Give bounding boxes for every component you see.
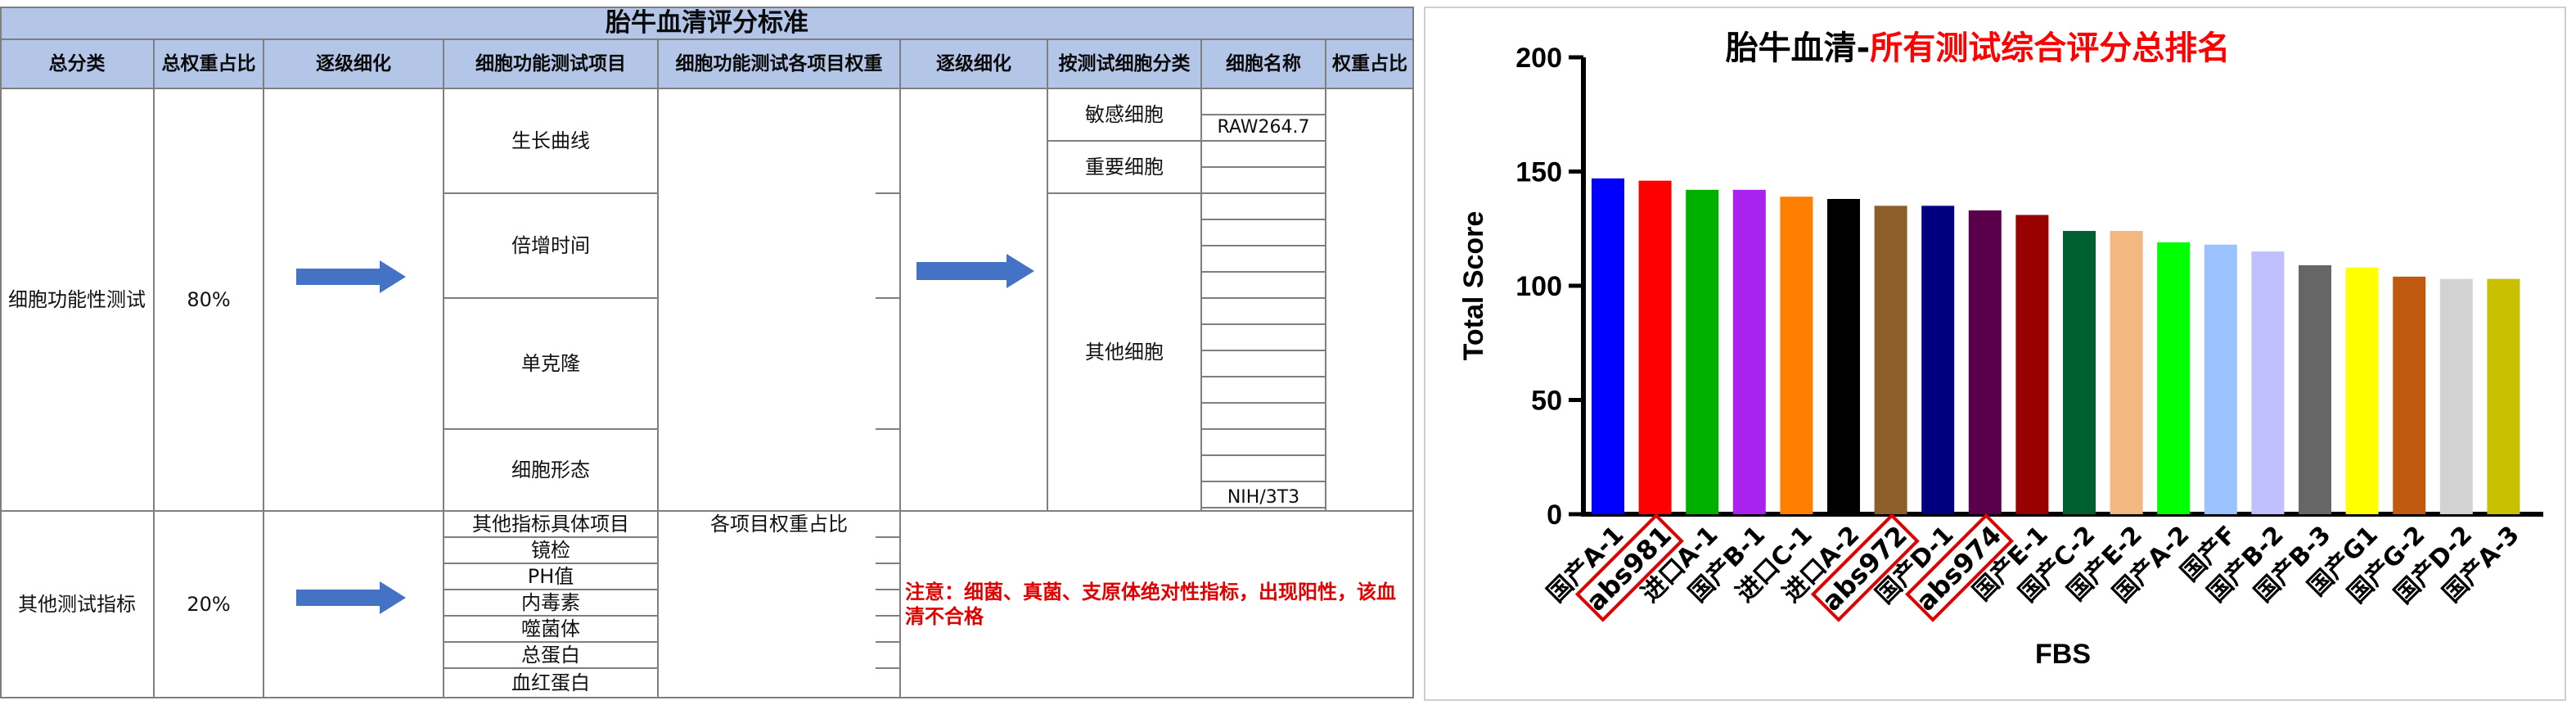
negative-indicator-note: 注意：细菌、真菌、支原体绝对性指标，出现阳性，该血清不合格: [905, 581, 1396, 628]
header-cell-weight: 权重占比: [1332, 53, 1407, 75]
bar: [1874, 206, 1907, 514]
y-tick-label: 200: [1515, 43, 1562, 74]
header-refinement-2: 逐级细化: [936, 53, 1011, 75]
function-item: 生长曲线: [511, 129, 590, 152]
highlight-box: [1810, 513, 1920, 622]
cell-name: NIH/3T3: [1227, 487, 1300, 508]
bar: [2487, 278, 2520, 514]
bar: [2251, 251, 2285, 514]
other-item: 内毒素: [521, 591, 580, 614]
arrow-right-icon: [296, 260, 406, 293]
other-item: 总蛋白: [521, 644, 580, 667]
y-axis-label: Total Score: [1458, 211, 1489, 361]
cell-class-sensitive: 敏感细胞: [1085, 103, 1164, 126]
arrow-right-icon: [296, 581, 406, 614]
bar: [2299, 264, 2331, 514]
scoring-table: 胎牛血清评分标准 总分类 总权重占比 逐级细化 细胞功能测试项目 细胞功能测试各…: [0, 7, 1414, 701]
other-item: 血红蛋白: [511, 671, 590, 694]
chart-title: 胎牛血清-所有测试综合评分总排名: [1726, 29, 2231, 67]
cell-class-other: 其他细胞: [1085, 341, 1164, 364]
header-total-category: 总分类: [48, 53, 106, 75]
bar: [1827, 198, 1860, 515]
table-border: [0, 7, 1414, 698]
other-item: 噬菌体: [521, 617, 580, 640]
section1-weight: 80%: [187, 288, 231, 311]
y-tick-label: 150: [1515, 157, 1562, 188]
other-weight-header: 各项目权重占比: [710, 513, 848, 536]
header-function-item: 细胞功能测试项目: [475, 53, 626, 75]
bar: [2157, 242, 2191, 514]
bar: [2204, 244, 2237, 514]
bar: [2015, 215, 2049, 514]
header-refinement-1: 逐级细化: [316, 53, 391, 75]
table-title: 胎牛血清评分标准: [606, 8, 808, 38]
bar: [1686, 189, 1719, 514]
function-item: 倍增时间: [511, 234, 590, 257]
header-total-weight: 总权重占比: [161, 53, 256, 75]
header-function-weight: 细胞功能测试各项目权重: [675, 53, 883, 75]
bar: [2393, 276, 2426, 514]
header-cell-class: 按测试细胞分类: [1058, 53, 1191, 75]
section1-category: 细胞功能性测试: [8, 288, 146, 311]
bar: [2063, 231, 2096, 514]
bar: [1780, 197, 1813, 514]
bar: [1732, 189, 1766, 514]
highlight-box: [1905, 513, 2015, 622]
bar: [1968, 210, 2002, 514]
x-axis-label: FBS: [2035, 639, 2091, 670]
function-item: 细胞形态: [511, 459, 590, 481]
chart-title-part-red: 所有测试综合评分总排名: [1870, 29, 2230, 67]
cell-name: RAW264.7: [1217, 117, 1310, 138]
function-item: 单克隆: [521, 352, 580, 375]
bar: [2110, 231, 2143, 514]
bar: [1638, 180, 1672, 514]
other-item-header: 其他指标具体项目: [472, 513, 629, 536]
other-item: 镜检: [531, 539, 570, 562]
arrow-right-icon: [916, 254, 1034, 288]
y-tick-label: 100: [1515, 271, 1562, 302]
other-item: PH值: [527, 565, 574, 588]
y-tick-label: 0: [1547, 499, 1562, 531]
highlight-box: [1574, 513, 1684, 622]
bar: [2345, 267, 2379, 514]
section2-category: 其他测试指标: [18, 593, 136, 616]
cell-class-important: 重要细胞: [1085, 156, 1164, 178]
table-grid: [0, 7, 1414, 698]
bar: [1921, 206, 1955, 514]
section2-weight: 20%: [187, 593, 231, 616]
bar: [2439, 278, 2473, 514]
chart-title-part-black: 胎牛血清-: [1726, 29, 1871, 67]
bar: [1592, 178, 1624, 514]
header-background: [0, 7, 1414, 88]
header-cell-name: 细胞名称: [1226, 53, 1301, 75]
y-tick-label: 50: [1531, 386, 1562, 417]
